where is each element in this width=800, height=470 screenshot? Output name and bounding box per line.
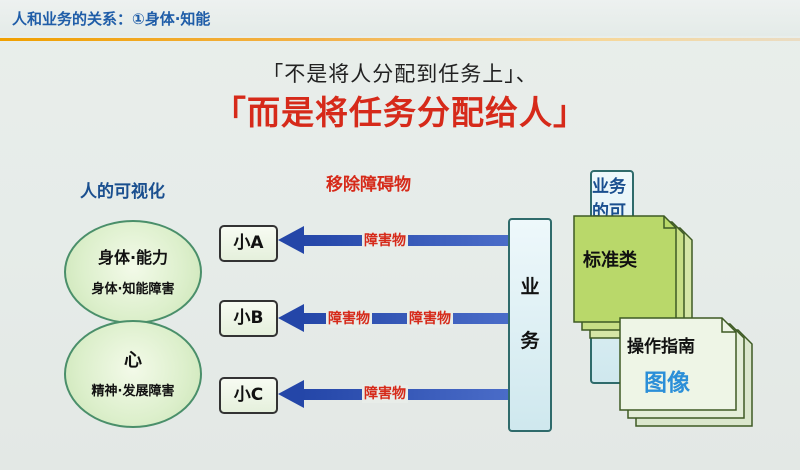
obstacle-label-a: 障害物	[362, 232, 408, 250]
manual-doc-stack	[619, 317, 753, 427]
headline-line-1: 「不是将人分配到任务上」、	[262, 62, 538, 86]
circle-body-ability-sub: 身体·知能障害	[91, 282, 175, 297]
obstacle-label-c: 障害物	[362, 385, 408, 403]
obstacle-label-b2: 障害物	[407, 310, 453, 328]
standards-doc-stack	[573, 215, 693, 339]
remove-obstacles-heading: 移除障碍物	[326, 175, 411, 195]
person-c-box: 小C	[219, 377, 278, 414]
image-doc-label: 图像	[644, 370, 690, 396]
work-box-char-1: 业	[520, 276, 540, 298]
header-bar: 人和业务的关系：①身体·知能	[0, 0, 800, 36]
circle-mind-sub: 精神·发展障害	[91, 384, 175, 399]
header-divider	[0, 38, 800, 41]
slide-title: 人和业务的关系：①身体·知能	[12, 10, 211, 28]
circle-body-ability: 身体·能力 身体·知能障害	[64, 220, 202, 324]
work-box: 业 务	[508, 218, 552, 432]
person-b-box: 小B	[219, 300, 278, 337]
people-visualization-heading: 人的可视化	[80, 182, 165, 202]
obstacle-label-b1: 障害物	[326, 310, 372, 328]
person-a-box: 小A	[219, 225, 278, 262]
headline-line-2: 「而是将任务分配给人」	[213, 93, 587, 132]
circle-mind-title: 心	[124, 350, 142, 371]
arrow-to-b	[278, 304, 508, 332]
work-box-char-2: 务	[520, 330, 540, 352]
standards-doc-label: 标准类	[583, 250, 637, 271]
circle-mind: 心 精神·发展障害	[64, 320, 202, 428]
manual-doc-label: 操作指南	[627, 337, 695, 357]
circle-body-ability-title: 身体·能力	[97, 248, 169, 267]
